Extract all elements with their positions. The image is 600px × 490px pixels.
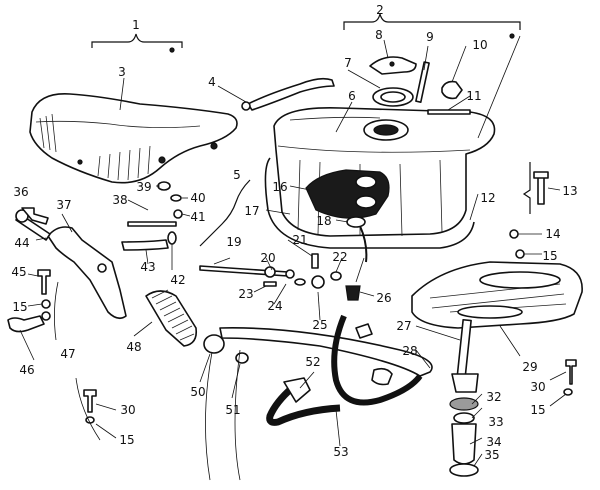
- callout-34: 34: [486, 435, 502, 449]
- callout-5: 5: [233, 168, 241, 182]
- callout-42: 42: [170, 273, 186, 287]
- callout-16: 16: [272, 180, 288, 194]
- callout-47: 47: [60, 347, 76, 361]
- callout-22: 22: [332, 250, 348, 264]
- callout-46: 46: [19, 363, 35, 377]
- callout-51: 51: [225, 403, 241, 417]
- nut-41: [173, 209, 183, 219]
- washer-15-lower-right: [563, 388, 573, 396]
- callout-50: 50: [190, 385, 206, 399]
- callout-53: 53: [333, 445, 349, 459]
- rubber-grommet-50: [203, 334, 225, 354]
- coil-spring: [145, 289, 198, 347]
- bolt-30-left: [83, 389, 97, 413]
- callout-1: 1: [132, 18, 140, 32]
- nut-14: [509, 229, 519, 239]
- filler-cap-parts: [369, 56, 471, 115]
- bolt-36: [21, 207, 49, 225]
- callout-19: 19: [226, 235, 242, 249]
- callout-37: 37: [56, 198, 72, 212]
- callout-7: 7: [344, 56, 352, 70]
- callout-23: 23: [238, 287, 254, 301]
- washer-15-upper-right: [515, 249, 525, 259]
- callout-13: 13: [562, 184, 578, 198]
- callout-45: 45: [11, 265, 27, 279]
- callout-2: 2: [376, 3, 384, 17]
- rear-light-assembly: [449, 318, 479, 477]
- callout-33: 33: [488, 415, 504, 429]
- saddle-strap: [241, 77, 335, 111]
- callout-14: 14: [545, 227, 561, 241]
- callout-38: 38: [112, 193, 128, 207]
- callout-35: 35: [484, 448, 500, 462]
- callout-24: 24: [267, 299, 283, 313]
- callout-48: 48: [126, 340, 142, 354]
- callout-32: 32: [486, 390, 502, 404]
- saddle: [29, 47, 238, 184]
- callout-20: 20: [260, 251, 276, 265]
- grommet-51: [235, 352, 249, 364]
- rear-carrier-rack: [411, 261, 583, 329]
- callout-25: 25: [312, 318, 328, 332]
- callout-10: 10: [472, 38, 488, 52]
- fuel-hoses: [219, 314, 433, 426]
- callout-52: 52: [305, 355, 321, 369]
- callout-28: 28: [402, 344, 418, 358]
- callout-29: 29: [522, 360, 538, 374]
- callout-39: 39: [136, 180, 152, 194]
- tank-rubber-gasket: [264, 157, 475, 249]
- bolt-45: [37, 269, 51, 295]
- leader-lines: [19, 35, 567, 481]
- petrol-tap-bracket: [305, 169, 390, 228]
- callout-4: 4: [208, 75, 216, 89]
- callout-27: 27: [396, 319, 412, 333]
- callout-8: 8: [375, 28, 383, 42]
- washer-40: [170, 194, 182, 202]
- callout-40: 40: [190, 191, 206, 205]
- callout-17: 17: [244, 204, 260, 218]
- bracket-group-2: [343, 13, 521, 30]
- bracket-group-13: [522, 162, 531, 214]
- callout-12: 12: [480, 191, 496, 205]
- callout-43: 43: [140, 260, 156, 274]
- callout-15-lower-right: 15: [530, 403, 546, 417]
- callout-41: 41: [190, 210, 206, 224]
- fuel-line: [359, 225, 368, 263]
- callout-36: 36: [13, 185, 29, 199]
- bracket-group-5: [199, 179, 251, 247]
- callout-9: 9: [426, 30, 434, 44]
- callout-6: 6: [348, 89, 356, 103]
- washer-42: [167, 231, 177, 245]
- tap-linkage: [199, 253, 361, 301]
- washer-15-left-a: [41, 299, 51, 309]
- callout-15-bottom-left: 15: [119, 433, 135, 447]
- callout-44: 44: [14, 236, 30, 250]
- callout-30-right: 30: [530, 380, 546, 394]
- callout-15-upper-right: 15: [542, 249, 558, 263]
- callout-3: 3: [118, 65, 126, 79]
- callout-26: 26: [376, 291, 392, 305]
- bolt-30-right: [565, 359, 577, 385]
- callout-11: 11: [466, 89, 482, 103]
- callout-15-left: 15: [12, 300, 28, 314]
- washer-15-left-b: [41, 311, 51, 321]
- callout-30-left: 30: [120, 403, 136, 417]
- lever-assembly: [7, 209, 177, 333]
- bolt-13: [533, 171, 549, 205]
- bracket-group-1: [91, 33, 183, 48]
- callout-21: 21: [292, 233, 308, 247]
- callout-18: 18: [316, 214, 332, 228]
